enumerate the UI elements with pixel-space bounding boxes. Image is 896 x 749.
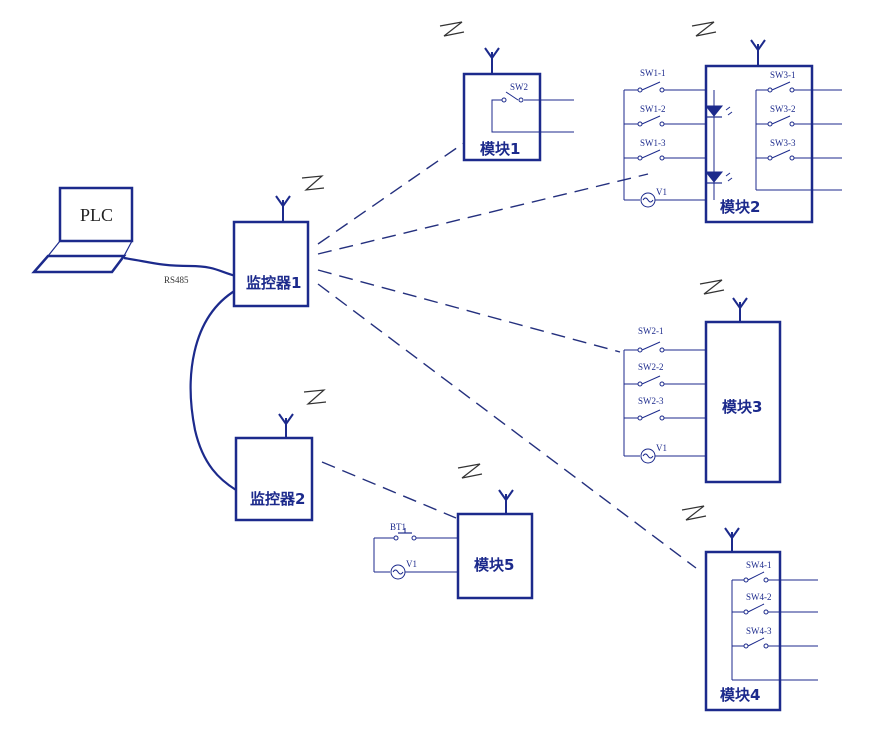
switch-sw2-3 [624,409,706,421]
source-v1: V1 [624,443,706,464]
link-m1-mod4 [317,283,697,569]
switch-label: SW2-1 [638,326,664,336]
switch-label: SW3-3 [770,138,796,148]
switch-sw4-3 [732,637,818,649]
source-label: V1 [656,443,667,453]
link-m2-mod5 [321,461,457,519]
monitor-1: 监控器1 [232,175,325,308]
module-5: BT1 V1 模块5 [373,463,534,600]
switch-label: SW3-2 [770,104,796,114]
module-3-label: 模块3 [722,398,762,416]
wireless-icon [457,463,483,479]
switch-sw2-1 [624,341,706,353]
switch-sw4-2 [732,603,818,615]
rs485-label: RS485 [164,275,189,285]
antenna-icon [724,527,740,540]
module-1: SW2 模块1 [439,21,574,162]
antenna-icon [484,47,500,60]
plc-laptop: PLC [31,186,134,274]
link-m1-mod2 [317,173,649,255]
module-1-label: 模块1 [480,140,520,158]
antenna-icon [750,39,766,52]
antenna-icon [275,195,291,208]
monitor-2-label: 监控器2 [250,490,305,508]
antenna-icon [732,297,748,310]
switch-label: SW4-1 [746,560,772,570]
wireless-icon [439,21,465,37]
wireless-icon [303,389,327,405]
switch-sw3-2 [756,115,842,127]
switch-sw3-1 [756,81,842,93]
switch-sw1-1 [624,81,706,93]
monitor-1-label: 监控器1 [246,274,301,292]
switch-label: SW4-3 [746,626,772,636]
push-button-bt1 [374,528,458,541]
plc-keyboard [31,254,127,274]
source-v1: V1 [374,559,458,580]
module-5-label: 模块5 [474,556,514,574]
led-icon [704,171,724,183]
source-v1: V1 [624,187,706,208]
switch-sw1-3 [624,149,706,161]
switch-label: SW1-2 [640,104,666,114]
switch-label: SW2-2 [638,362,664,372]
switch-sw4-1 [732,571,818,583]
antenna-icon [498,489,514,502]
module-2: SW1-1 SW1-2 SW1-3 V1 [623,21,842,224]
monitor-2: 监控器2 [234,389,327,522]
source-label: V1 [406,559,417,569]
module-4: SW4-1 SW4-2 SW4-3 模块4 [681,505,818,712]
source-label: V1 [656,187,667,197]
antenna-icon [278,413,294,426]
switch-sw2-2 [624,375,706,387]
module-2-label: 模块2 [720,198,760,216]
wireless-icon [681,505,707,521]
plc-label: PLC [80,205,113,225]
switch-label: SW2 [510,82,528,92]
plc-screen [58,186,134,243]
switch-label: SW1-3 [640,138,666,148]
rs485-cable [123,256,237,278]
switch-sw1-2 [624,115,706,127]
switch-label: SW4-2 [746,592,772,602]
wireless-icon [301,175,325,191]
wireless-icon [699,279,725,295]
button-label: BT1 [390,522,406,532]
wireless-icon [691,21,717,37]
monitor-link-cable [189,289,237,491]
module-4-label: 模块4 [720,686,760,704]
module-3: SW2-1 SW2-2 SW2-3 V1 模块3 [623,279,782,484]
switch-label: SW1-1 [640,68,666,78]
link-m1-mod3 [317,269,621,353]
switch-sw3-3 [756,149,842,161]
switch-label: SW2-3 [638,396,664,406]
led-icon [704,105,724,117]
switch-label: SW3-1 [770,70,796,80]
